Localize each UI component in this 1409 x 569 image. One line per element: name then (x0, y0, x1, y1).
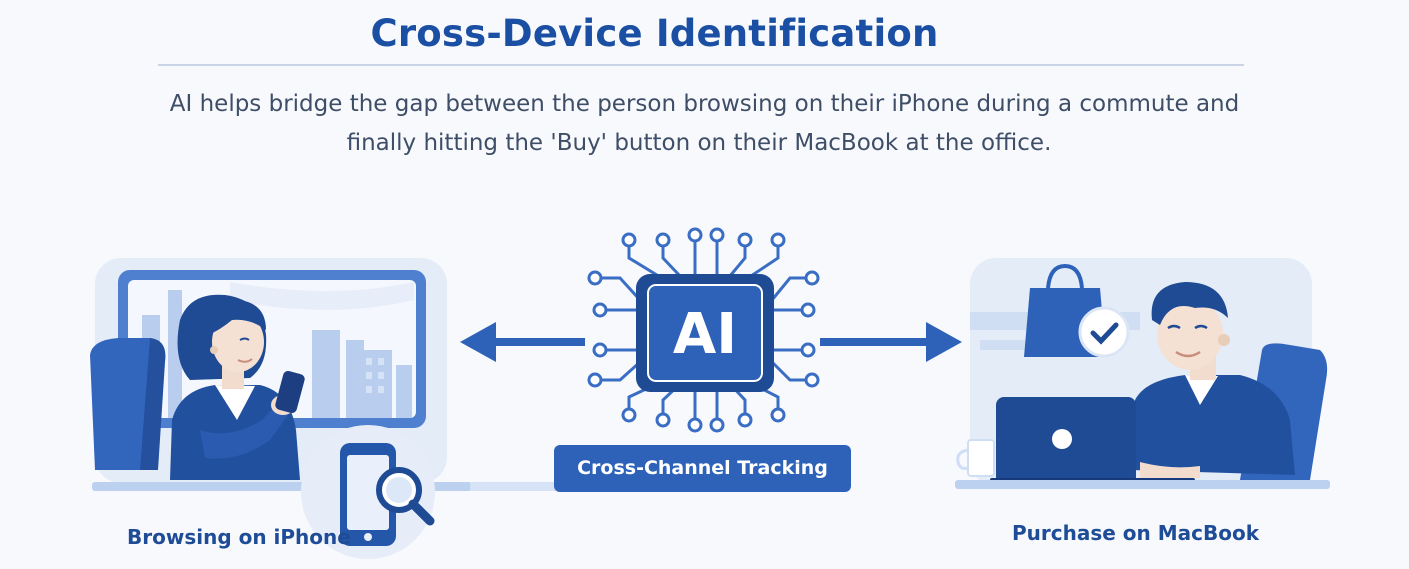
caption-browsing-iphone: Browsing on iPhone (127, 525, 351, 549)
woman-phone (275, 370, 305, 414)
title-divider (158, 64, 1244, 66)
check-icon (1078, 306, 1130, 358)
commute-scene (90, 258, 560, 559)
right-arrow-icon (820, 322, 962, 362)
left-arrow-icon (460, 322, 585, 362)
office-scene (955, 258, 1330, 489)
coffee-mug-icon (956, 439, 995, 477)
woman-figure (170, 294, 305, 480)
man-figure (1130, 282, 1295, 478)
subtitle-line-2: finally hitting the 'Buy' button on thei… (346, 130, 1052, 156)
smartphone-search-icon (301, 425, 435, 559)
cross-channel-tracking-label: Cross-Channel Tracking (554, 445, 851, 492)
page-title: Cross-Device Identification (370, 12, 939, 55)
subtitle-line-1: AI helps bridge the gap between the pers… (169, 91, 1240, 117)
ai-chip-icon (587, 227, 820, 433)
caption-purchase-macbook: Purchase on MacBook (1012, 521, 1260, 545)
ai-chip-label: AI (672, 302, 738, 367)
